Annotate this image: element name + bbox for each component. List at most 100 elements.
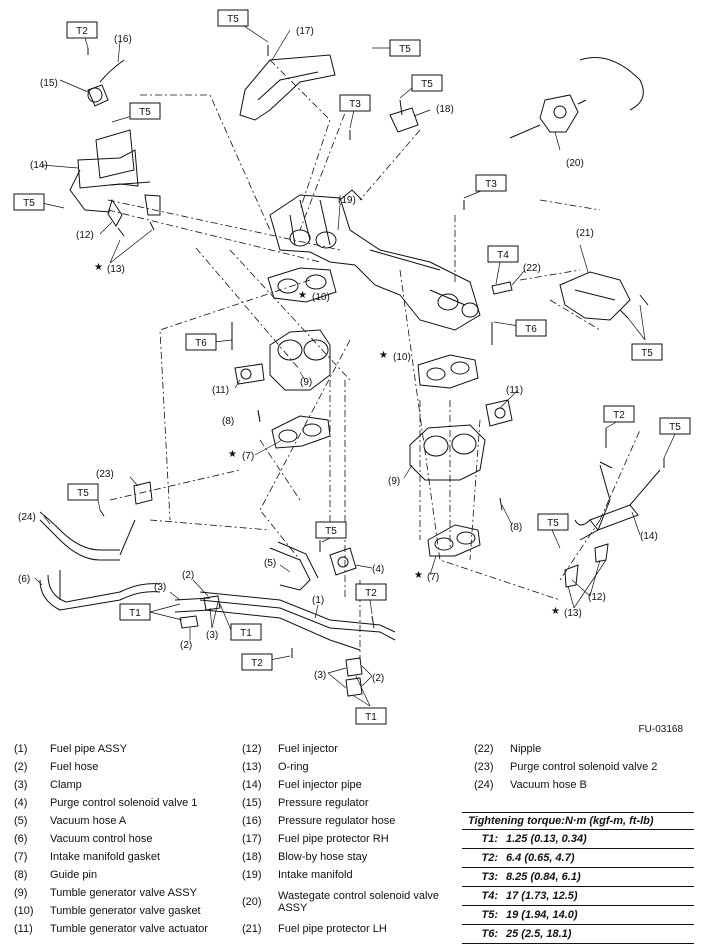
svg-text:T2: T2 <box>76 26 88 37</box>
torque-row: T5:19 (1.94, 14.0) <box>462 906 694 925</box>
callout-t2-bottom: T2 <box>241 653 273 671</box>
label-2-mid: (2) <box>180 640 192 651</box>
fuel-injector-pipe-assembly <box>69 48 161 237</box>
exploded-parts-diagram: T2 T5 T5 T5 T3 T5 <box>13 9 691 725</box>
label-6: (6) <box>18 574 30 585</box>
legend-row: (2)Fuel hose <box>14 761 99 773</box>
label-14: (14) <box>30 160 48 171</box>
torque-row: T6:25 (2.5, 18.1) <box>462 925 694 944</box>
label-7-left: (7) <box>242 451 254 462</box>
tgv-gasket-left <box>267 267 337 303</box>
svg-text:T5: T5 <box>325 526 337 537</box>
label-2-bottom: (2) <box>372 673 384 684</box>
star-13-left: ★ <box>94 262 103 273</box>
label-22: (22) <box>523 263 541 274</box>
tgv-assembly-left <box>231 322 331 391</box>
legend-row: (6)Vacuum control hose <box>14 833 153 845</box>
svg-text:T5: T5 <box>421 79 433 90</box>
callout-t4: T4 <box>487 245 519 263</box>
label-3-top: (3) <box>154 582 166 593</box>
intake-manifold-gasket-right <box>427 497 503 557</box>
torque-row: T4:17 (1.73, 12.5) <box>462 887 694 906</box>
legend-row: (7)Intake manifold gasket <box>14 851 161 863</box>
torque-row: T1:1.25 (0.13, 0.34) <box>462 830 694 849</box>
part-number-labels: (16) (15) (17) (18) (14) (20) (19) (12) … <box>18 26 658 684</box>
label-21: (21) <box>576 228 594 239</box>
star-7-left: ★ <box>228 449 237 460</box>
label-8-left: (8) <box>222 416 234 427</box>
label-13-right: (13) <box>564 608 582 619</box>
svg-text:T5: T5 <box>23 198 35 209</box>
torque-row: T2:6.4 (0.65, 4.7) <box>462 849 694 868</box>
callout-t1-mid: T1 <box>230 623 262 641</box>
svg-text:T6: T6 <box>525 324 537 335</box>
label-20: (20) <box>566 158 584 169</box>
torque-table-title: Tightening torque:N·m (kgf-m, ft-lb) <box>462 812 694 830</box>
callout-t2-right: T2 <box>603 405 635 423</box>
label-23: (23) <box>96 469 114 480</box>
legend-row: (13)O-ring <box>242 761 309 773</box>
label-9-right: (9) <box>388 476 400 487</box>
svg-text:T5: T5 <box>641 348 653 359</box>
legend-row: (22)Nipple <box>474 743 542 755</box>
label-14-right: (14) <box>640 531 658 542</box>
legend-column-3: (22)Nipple (23)Purge control solenoid va… <box>474 740 657 794</box>
label-12-left: (12) <box>76 230 94 241</box>
svg-text:T3: T3 <box>349 99 361 110</box>
label-4: (4) <box>372 564 384 575</box>
label-9-left: (9) <box>300 377 312 388</box>
label-15: (15) <box>40 78 58 89</box>
label-11-right: (11) <box>506 385 523 396</box>
purge-control-solenoid-valve-1 <box>269 540 357 591</box>
svg-text:T5: T5 <box>139 107 151 118</box>
callout-t3-2: T3 <box>475 174 507 192</box>
legend-row: (21)Fuel pipe protector LH <box>242 923 387 935</box>
legend-row: (19)Intake manifold <box>242 869 353 881</box>
svg-text:T1: T1 <box>365 712 377 723</box>
svg-text:T2: T2 <box>613 410 625 421</box>
fuel-pipe-protector-rh <box>239 45 336 121</box>
label-10-right: (10) <box>393 352 411 363</box>
legend-column-1: (1)Fuel pipe ASSY (2)Fuel hose (3)Clamp … <box>14 740 208 938</box>
legend-row: (9)Tumble generator valve ASSY <box>14 887 197 899</box>
svg-text:T5: T5 <box>399 44 411 55</box>
leader-lines <box>107 59 641 660</box>
legend-row: (14)Fuel injector pipe <box>242 779 362 791</box>
label-19: (19) <box>338 195 356 206</box>
svg-text:T4: T4 <box>497 250 509 261</box>
label-1: (1) <box>312 595 324 606</box>
svg-text:T5: T5 <box>227 14 239 25</box>
vacuum-control-hose <box>39 570 161 611</box>
fuel-pipe-protector-lh <box>559 271 649 321</box>
label-3-bottom: (3) <box>314 670 326 681</box>
label-13-left: (13) <box>107 264 125 275</box>
label-5: (5) <box>264 558 276 569</box>
svg-text:T3: T3 <box>485 179 497 190</box>
torque-row: T3:8.25 (0.84, 6.1) <box>462 868 694 887</box>
label-2-top: (2) <box>182 570 194 581</box>
legend-row: (10)Tumble generator valve gasket <box>14 905 201 917</box>
callout-t3-1: T3 <box>339 94 371 112</box>
callout-t5-4: T5 <box>129 102 161 120</box>
wastegate-control-solenoid-valve <box>509 57 644 139</box>
star-7-right: ★ <box>414 570 423 581</box>
star-10-right: ★ <box>379 350 388 361</box>
svg-text:T5: T5 <box>669 422 681 433</box>
legend-row: (4)Purge control solenoid valve 1 <box>14 797 198 809</box>
label-18: (18) <box>436 104 454 115</box>
label-3-mid: (3) <box>206 630 218 641</box>
star-10-left: ★ <box>298 290 307 301</box>
figure-code: FU-03168 <box>638 724 683 735</box>
legend-row: (5)Vacuum hose A <box>14 815 127 827</box>
label-17: (17) <box>296 26 314 37</box>
purge-control-solenoid-valve-2 <box>39 481 153 561</box>
callout-t5-5: T5 <box>13 193 45 211</box>
fuel-pipe-assembly <box>174 591 396 697</box>
legend-row: (11)Tumble generator valve actuator <box>14 923 208 935</box>
tgv-gasket-right <box>417 322 493 389</box>
legend-row: (8)Guide pin <box>14 869 98 881</box>
callout-t1-left: T1 <box>119 603 151 621</box>
label-7-right: (7) <box>427 572 439 583</box>
legend-row: (18)Blow-by hose stay <box>242 851 368 863</box>
legend-column-2: (12)Fuel injector (13)O-ring (14)Fuel in… <box>242 740 448 938</box>
